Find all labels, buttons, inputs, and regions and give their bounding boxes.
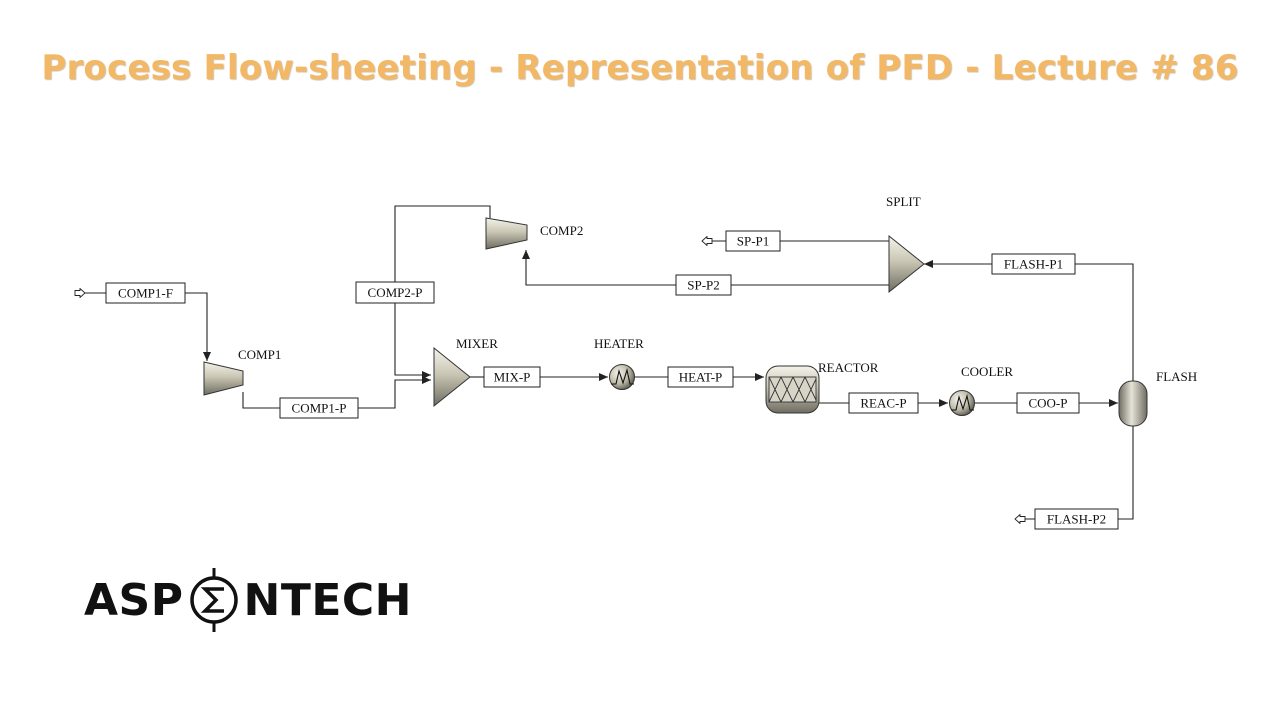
stream-tag-sp-p1[interactable]: SP-P1 [725, 230, 781, 252]
stream-label-sp-p2: SP-P2 [687, 278, 720, 293]
stream-line-comp2-p-a [394, 205, 491, 282]
logo-text-right: NTECH [243, 574, 413, 626]
stream-line-flash-p1-a [1075, 263, 1134, 382]
stream-line-comp2-p-b [394, 303, 431, 379]
sigma-logo-icon [189, 568, 238, 632]
stream-label-heat-p: HEAT-P [679, 370, 723, 385]
stream-tag-flash-p1[interactable]: FLASH-P1 [991, 253, 1076, 275]
stream-label-sp-p1: SP-P1 [737, 234, 770, 249]
stream-label-flash-p1: FLASH-P1 [1004, 257, 1063, 272]
stream-label-comp1-p: COMP1-P [292, 401, 347, 416]
stream-line-flash-p2-a [1118, 426, 1134, 520]
reactor-icon[interactable] [765, 365, 820, 414]
stream-line-comp1-p-b [358, 376, 431, 409]
stream-tag-sp-p2[interactable]: SP-P2 [675, 274, 732, 296]
stream-label-flash-p2: FLASH-P2 [1047, 512, 1106, 527]
stream-tag-comp1-p[interactable]: COMP1-P [279, 397, 359, 419]
label-heater: HEATER [594, 336, 644, 351]
stream-tag-reac-p[interactable]: REAC-P [848, 392, 919, 414]
label-comp2: COMP2 [540, 223, 583, 238]
label-flash: FLASH [1156, 369, 1197, 384]
label-cooler: COOLER [961, 364, 1013, 379]
flash-drum-icon[interactable] [1118, 380, 1148, 427]
stream-line-sp-p2-b [522, 250, 676, 286]
heater-icon[interactable] [609, 364, 635, 390]
stream-tag-coo-p[interactable]: COO-P [1016, 392, 1080, 414]
label-comp1: COMP1 [238, 347, 281, 362]
compressor-comp1-icon[interactable] [203, 361, 244, 396]
compressor-comp2-icon[interactable] [485, 217, 528, 250]
aspentech-logo: ASP NTECH [84, 568, 412, 632]
label-mixer: MIXER [456, 336, 498, 351]
stream-label-mix-p: MIX-P [494, 370, 531, 385]
stream-tag-comp1-f[interactable]: COMP1-F [105, 282, 186, 304]
label-split: SPLIT [886, 194, 921, 209]
stream-tag-flash-p2[interactable]: FLASH-P2 [1034, 508, 1119, 530]
stream-label-reac-p: REAC-P [860, 396, 906, 411]
label-reactor: REACTOR [818, 360, 879, 375]
splitter-icon[interactable] [888, 234, 925, 294]
mixer-icon[interactable] [433, 346, 471, 408]
stream-label-comp1-f: COMP1-F [118, 286, 173, 301]
page-title: Process Flow-sheeting - Representation o… [41, 48, 1239, 88]
logo-text-left: ASP [84, 574, 184, 626]
stream-line-comp1-f [185, 292, 211, 361]
cooler-icon[interactable] [949, 390, 975, 416]
stream-tag-heat-p[interactable]: HEAT-P [667, 366, 734, 388]
stream-label-coo-p: COO-P [1028, 396, 1067, 411]
stream-label-comp2-p: COMP2-P [368, 285, 423, 300]
stream-tag-comp2-p[interactable]: COMP2-P [355, 281, 435, 304]
stream-line-comp1-p-a [242, 392, 280, 409]
stream-tag-mix-p[interactable]: MIX-P [483, 366, 541, 388]
